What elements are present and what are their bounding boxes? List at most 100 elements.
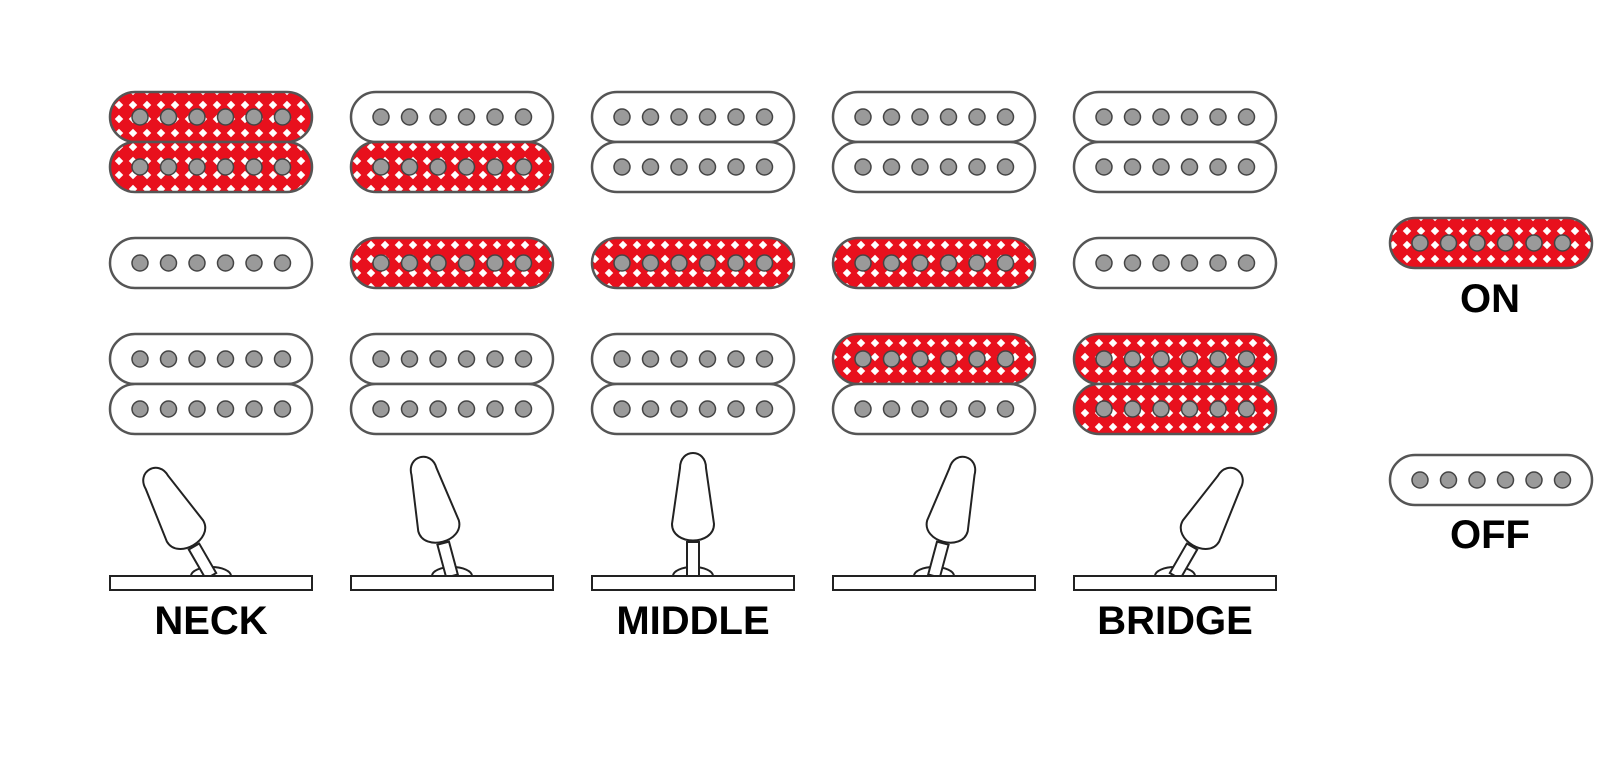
coil-off [1072, 140, 1278, 194]
pole-piece [1095, 254, 1113, 272]
pole-piece [159, 400, 178, 418]
position-label: MIDDLE [616, 599, 769, 643]
legend-coil-on [1388, 216, 1594, 270]
pole-piece [131, 158, 149, 176]
pole-piece [968, 254, 986, 272]
pole-piece [854, 254, 872, 272]
pole-piece [727, 158, 745, 176]
coil-top [590, 90, 796, 144]
coil-single [349, 236, 555, 290]
pole-piece [755, 108, 774, 126]
pole-piece [939, 108, 958, 126]
coil-bottom [1072, 140, 1278, 194]
pole-piece [882, 254, 901, 272]
legend-on-label: ON [1460, 277, 1520, 321]
pole-piece [400, 158, 419, 176]
pole-piece [245, 400, 263, 418]
pole-piece [1152, 108, 1170, 126]
pole-piece [457, 108, 476, 126]
pole-piece [1123, 350, 1142, 368]
bridge-humbucker [1072, 332, 1278, 436]
pole-piece [159, 350, 178, 368]
pole-piece [372, 254, 390, 272]
pole-piece [996, 158, 1015, 176]
pole-piece [755, 254, 774, 272]
pole-piece [245, 350, 263, 368]
coil-on [349, 236, 555, 290]
pole-piece [698, 158, 717, 176]
pole-piece [457, 158, 476, 176]
pole-piece [400, 350, 419, 368]
pole-piece [131, 400, 149, 418]
pole-piece [486, 350, 504, 368]
pole-piece [159, 254, 178, 272]
pole-piece [1180, 158, 1199, 176]
pole-piece [613, 350, 631, 368]
pole-piece [1411, 234, 1429, 252]
pole-piece [514, 350, 533, 368]
coil-on [1072, 382, 1278, 436]
pole-piece [939, 400, 958, 418]
pole-piece [216, 158, 235, 176]
pole-piece [1123, 400, 1142, 418]
pole-piece [613, 108, 631, 126]
pole-piece [159, 108, 178, 126]
pole-piece [429, 108, 447, 126]
pole-piece [1209, 254, 1227, 272]
coil-top [349, 332, 555, 386]
bridge-humbucker [108, 332, 314, 436]
coil-top [108, 332, 314, 386]
coil-top [831, 90, 1037, 144]
pole-piece [613, 158, 631, 176]
pole-piece [996, 400, 1015, 418]
pole-piece [372, 400, 390, 418]
pole-piece [131, 108, 149, 126]
pole-piece [1095, 350, 1113, 368]
pole-piece [188, 350, 206, 368]
pole-piece [273, 158, 292, 176]
pole-piece [514, 108, 533, 126]
pole-piece [188, 400, 206, 418]
pole-piece [1152, 254, 1170, 272]
pole-piece [1152, 158, 1170, 176]
coil-single [831, 236, 1037, 290]
pole-piece [400, 400, 419, 418]
pole-piece [968, 108, 986, 126]
pole-piece [939, 158, 958, 176]
coil-on [1388, 216, 1594, 270]
pole-piece [911, 400, 929, 418]
pole-piece [1237, 254, 1256, 272]
pole-piece [727, 400, 745, 418]
pole-piece [429, 158, 447, 176]
pole-piece [216, 350, 235, 368]
neck-humbucker [349, 90, 555, 194]
coil-bottom [590, 140, 796, 194]
pole-piece [273, 400, 292, 418]
pole-piece [1468, 471, 1486, 489]
pole-piece [188, 254, 206, 272]
pole-piece [755, 350, 774, 368]
pole-piece [996, 108, 1015, 126]
pole-piece [670, 158, 688, 176]
pole-piece [1209, 158, 1227, 176]
switch-position [349, 90, 555, 591]
pole-piece [670, 108, 688, 126]
pole-piece [911, 108, 929, 126]
switch-position [831, 90, 1037, 591]
coil-bottom [831, 382, 1037, 436]
pole-piece [698, 254, 717, 272]
toggle-switch-icon [591, 452, 795, 591]
neck-humbucker [1072, 90, 1278, 194]
pole-piece [486, 158, 504, 176]
pole-piece [939, 350, 958, 368]
pole-piece [641, 108, 660, 126]
coil-off [590, 140, 796, 194]
pole-piece [854, 108, 872, 126]
pole-piece [968, 350, 986, 368]
position-label: NECK [154, 599, 267, 643]
pole-piece [939, 254, 958, 272]
coil-bottom [831, 140, 1037, 194]
pole-piece [996, 350, 1015, 368]
pole-piece [1411, 471, 1429, 489]
